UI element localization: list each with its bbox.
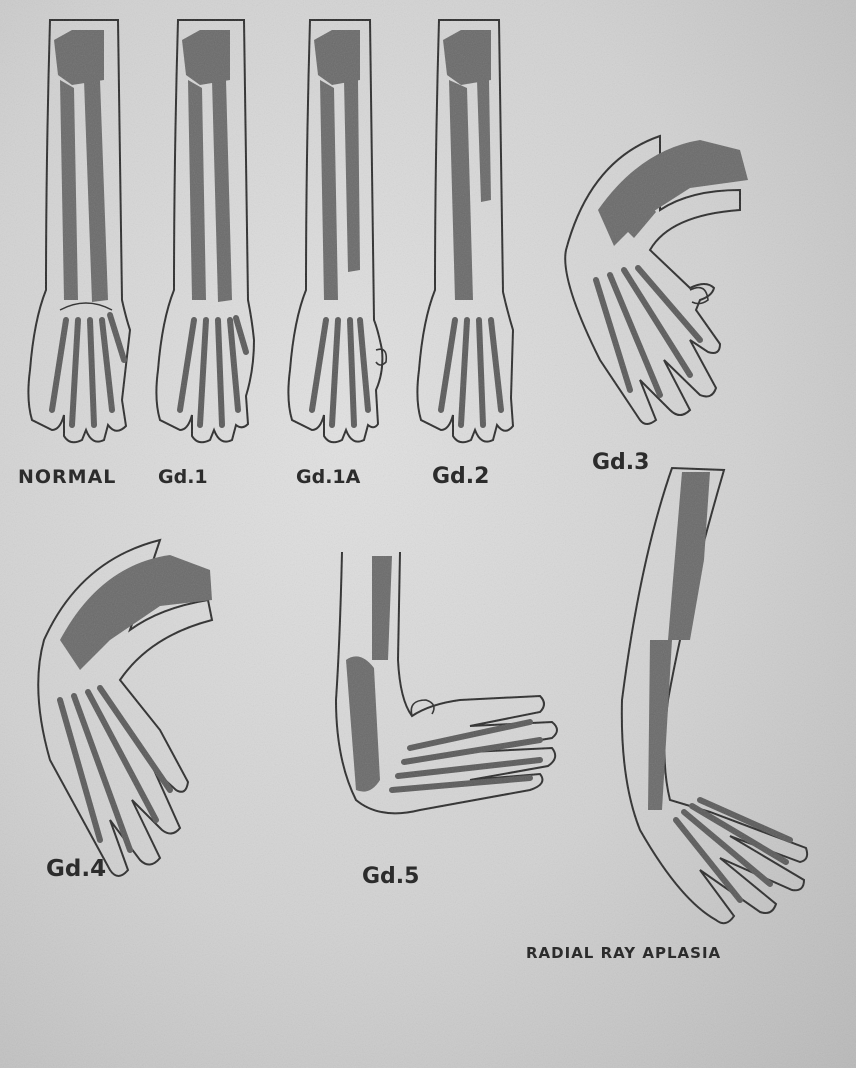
label-gd1a: Gd.1A xyxy=(296,468,360,487)
label-gd4: Gd.4 xyxy=(46,858,106,881)
label-normal: NORMAL xyxy=(18,468,116,487)
label-gd2: Gd.2 xyxy=(432,466,489,488)
label-gd5: Gd.5 xyxy=(362,866,419,888)
label-gd1: Gd.1 xyxy=(158,468,208,487)
label-gd3: Gd.3 xyxy=(592,452,649,474)
label-radial-ray-aplasia: RADIAL RAY APLASIA xyxy=(526,946,721,961)
